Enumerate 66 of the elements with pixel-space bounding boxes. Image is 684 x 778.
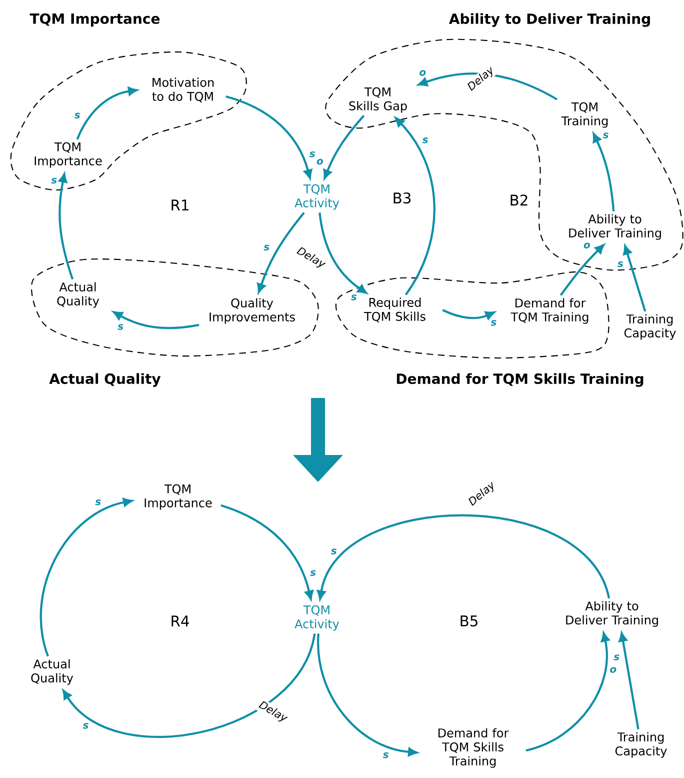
variable-label: Demand for TQM Skills Training (438, 728, 509, 768)
arrow (592, 132, 615, 212)
loop-label: R1 (172, 200, 188, 210)
loop-label: B3 (394, 192, 411, 204)
node-label: Ability to Deliver Training (448, 13, 650, 27)
polarity-label: o (584, 242, 590, 248)
polarity-label: o (316, 158, 323, 165)
variable-label: Required TQM Skills (364, 298, 426, 322)
polarity-label: s (331, 548, 336, 554)
polarity-label: s (351, 294, 357, 300)
arrow (226, 95, 312, 179)
polarity-label: s (82, 722, 88, 729)
arrow (317, 634, 418, 756)
variable-label: Actual Quality (31, 659, 74, 685)
polarity-label: s (264, 244, 270, 250)
variable-label: Training Capacity (624, 314, 676, 340)
arrow (257, 212, 305, 293)
arrow (418, 72, 558, 100)
polarity-label: s (95, 500, 101, 506)
node-label: Demand for TQM Skills Training (396, 373, 644, 387)
arrow (76, 86, 138, 140)
polarity-label: s (74, 112, 80, 119)
polarity-label: s (602, 132, 608, 138)
variable-label: TQM Training (561, 102, 608, 128)
arrow (62, 633, 316, 738)
loop-label: B5 (460, 616, 478, 626)
variable-label: Training Capacity (615, 732, 667, 758)
arrow (623, 245, 646, 312)
node-label: TQM Importance (30, 13, 160, 27)
variable-label: TQM Skills Gap (349, 87, 407, 113)
variable-label: Demand for TQM Training (510, 298, 588, 324)
variable-label: Ability to Deliver Training (566, 601, 658, 627)
polarity-label: o (420, 70, 426, 76)
node-label: Actual Quality (49, 373, 161, 387)
polarity-label: s (490, 320, 496, 326)
loop-label: R4 (172, 616, 189, 626)
polarity-label: s (422, 138, 428, 144)
arrow (442, 309, 495, 320)
arrow (394, 117, 436, 296)
arrow (560, 244, 604, 296)
polarity-label: s (618, 261, 624, 268)
arrow (323, 114, 365, 179)
variable-label: TQM Activity (294, 184, 340, 210)
polarity-label: s (614, 654, 620, 660)
polarity-label: s (310, 570, 316, 576)
arrow (40, 498, 132, 657)
polarity-label: s (51, 178, 57, 184)
arrow (113, 311, 200, 330)
arrow (316, 514, 610, 600)
arrow (58, 173, 74, 280)
arrow (220, 504, 314, 600)
variable-label: Quality Improvements (210, 298, 295, 324)
arrow (618, 632, 640, 730)
variable-label: TQM Importance (34, 142, 102, 168)
polarity-label: s (309, 151, 315, 158)
variable-label: TQM Importance (144, 484, 212, 510)
variable-label: Actual Quality (57, 282, 100, 308)
loop-label: B2 (510, 194, 528, 206)
variable-label: Motivation to do TQM (152, 78, 214, 102)
polarity-label: s (118, 324, 124, 330)
variable-label: Ability to Deliver Training (569, 214, 661, 240)
arrow (526, 632, 610, 752)
polarity-label: s (382, 752, 388, 758)
arrow (318, 212, 367, 294)
polarity-label: o (610, 667, 616, 673)
variable-label: TQM Activity (294, 605, 340, 631)
